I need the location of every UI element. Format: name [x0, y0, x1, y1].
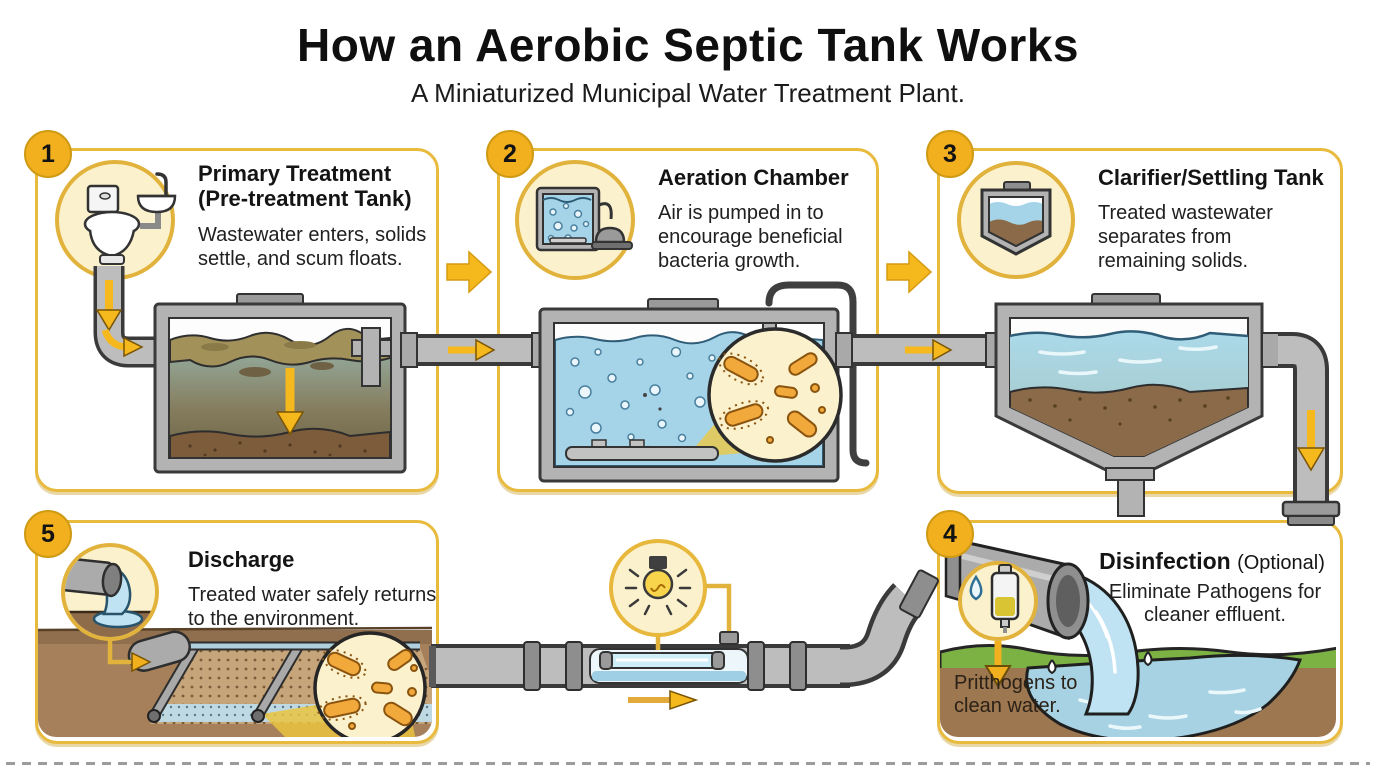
flow-arrow-icon — [886, 250, 933, 294]
panel-aeration-chamber: Aeration Chamber Air is pumped in to enc… — [497, 148, 879, 492]
panel-2-description: Air is pumped in to encourage beneficial… — [658, 202, 843, 272]
page-subtitle: A Miniaturized Municipal Water Treatment… — [411, 78, 965, 108]
uv-light-bulb-icon — [609, 539, 739, 650]
panel-1-description: Wastewater enters, solids settle, and sc… — [198, 224, 427, 270]
panel-discharge: Discharge Treated water safely returns t… — [35, 520, 439, 744]
flow-arrow-icon — [446, 250, 493, 294]
step-badge-2: 2 — [486, 130, 534, 178]
panel-2-title: Aeration Chamber — [658, 165, 849, 190]
panel-3-title: Clarifier/Settling Tank — [1098, 165, 1324, 190]
step-badge-4: 4 — [926, 510, 974, 558]
uv-treatment-pipe — [429, 569, 939, 711]
panel-4-description: Eliminate Pathogens for cleaner effluent… — [1108, 581, 1322, 626]
bottom-dashed-line — [6, 762, 1370, 765]
panel-1-title: Primary Treatment (Pre-treatment Tank) — [198, 161, 412, 211]
step-badge-3: 3 — [926, 130, 974, 178]
panel-4-caption: Pritthogens to clean water. — [954, 672, 1078, 717]
page-title: How an Aerobic Septic Tank Works — [297, 19, 1079, 71]
step-badge-1: 1 — [24, 130, 72, 178]
panel-4-title: Disinfection (Optional) — [1099, 548, 1325, 575]
panel-3-description: Treated wastewater separates from remain… — [1098, 202, 1273, 272]
step-badge-5: 5 — [24, 510, 72, 558]
panel-5-description: Treated water safely returns to the envi… — [188, 584, 437, 630]
panel-clarifier: Clarifier/Settling Tank Treated wastewat… — [937, 148, 1343, 494]
panel-primary-treatment: Primary Treatment (Pre-treatment Tank) W… — [35, 148, 439, 492]
panel-5-title: Discharge — [188, 547, 295, 572]
